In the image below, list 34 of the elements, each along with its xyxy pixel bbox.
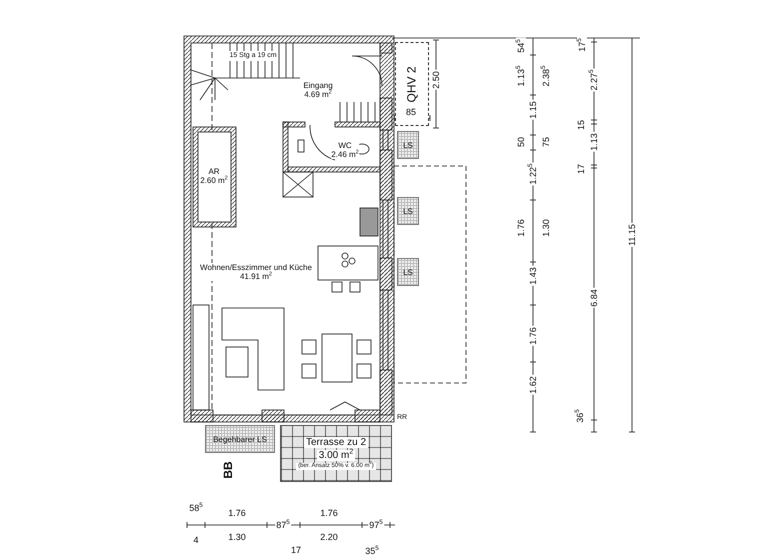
dimension-text: 1.76 <box>227 508 247 518</box>
dimension-text: 1.15 <box>528 100 538 120</box>
dimension-text: 17 <box>290 545 302 555</box>
dimension-text: 15 <box>576 119 586 131</box>
light-well: LS <box>397 258 419 286</box>
walkable-light-well: Begehbarer LS <box>205 425 275 453</box>
dimension-text: 50 <box>516 136 526 148</box>
dimension-text: 4 <box>192 535 200 545</box>
dimension-text: 2.50 <box>431 70 441 90</box>
dimension-text: 1.76 <box>528 326 538 346</box>
dimension-text: 35$^{5}$ <box>364 546 380 556</box>
dimension-text: 87$^{5}$ <box>275 520 291 530</box>
dimension-text: 1.30 <box>541 218 551 238</box>
dimension-text: 85 <box>405 107 417 117</box>
dimension-text: 1.13 <box>589 132 599 152</box>
room-label: Wohnen/Esszimmer und Küche 41.91 m$^{2}$ <box>200 263 312 281</box>
light-well: LS <box>397 197 419 225</box>
dimension-text: 1.43 <box>528 266 538 286</box>
dimension-text: 1.30 <box>227 532 247 542</box>
room-label: Eingang 4.69 m$^{2}$ <box>303 81 333 99</box>
dimension-text: 2.20 <box>319 532 339 542</box>
room-label: AR 2.60 m$^{2}$ <box>200 167 228 185</box>
dimension-text: 11.15 <box>627 223 637 247</box>
dimension-text: 1.76 <box>319 508 339 518</box>
dimension-text: 58$^{5}$ <box>188 503 204 513</box>
dimension-text: 1.62 <box>528 375 538 395</box>
dimension-text: 97$^{5}$ <box>368 520 384 530</box>
dimension-text: 17 <box>576 163 586 175</box>
light-well: LS <box>397 131 419 159</box>
room-label: WC 2.46 m$^{2}$ <box>331 141 359 159</box>
dimension-text: 6.84 <box>589 288 599 308</box>
section-marker: BB <box>223 460 233 480</box>
dimension-text: 1.76 <box>516 218 526 238</box>
dimension-text: 75 <box>541 136 551 148</box>
